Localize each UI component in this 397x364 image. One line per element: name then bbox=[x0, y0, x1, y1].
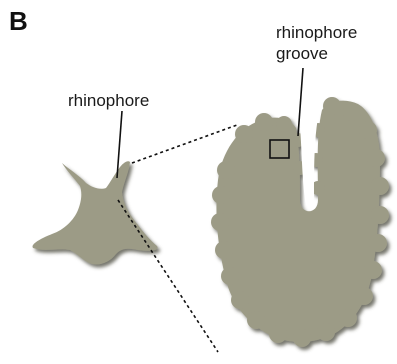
enlarged-rhinophore bbox=[211, 97, 389, 347]
zoom-line-lower bbox=[118, 200, 218, 352]
slug-body bbox=[33, 161, 158, 264]
groove-pointer-line bbox=[298, 68, 303, 136]
zoom-line-upper bbox=[132, 125, 237, 163]
